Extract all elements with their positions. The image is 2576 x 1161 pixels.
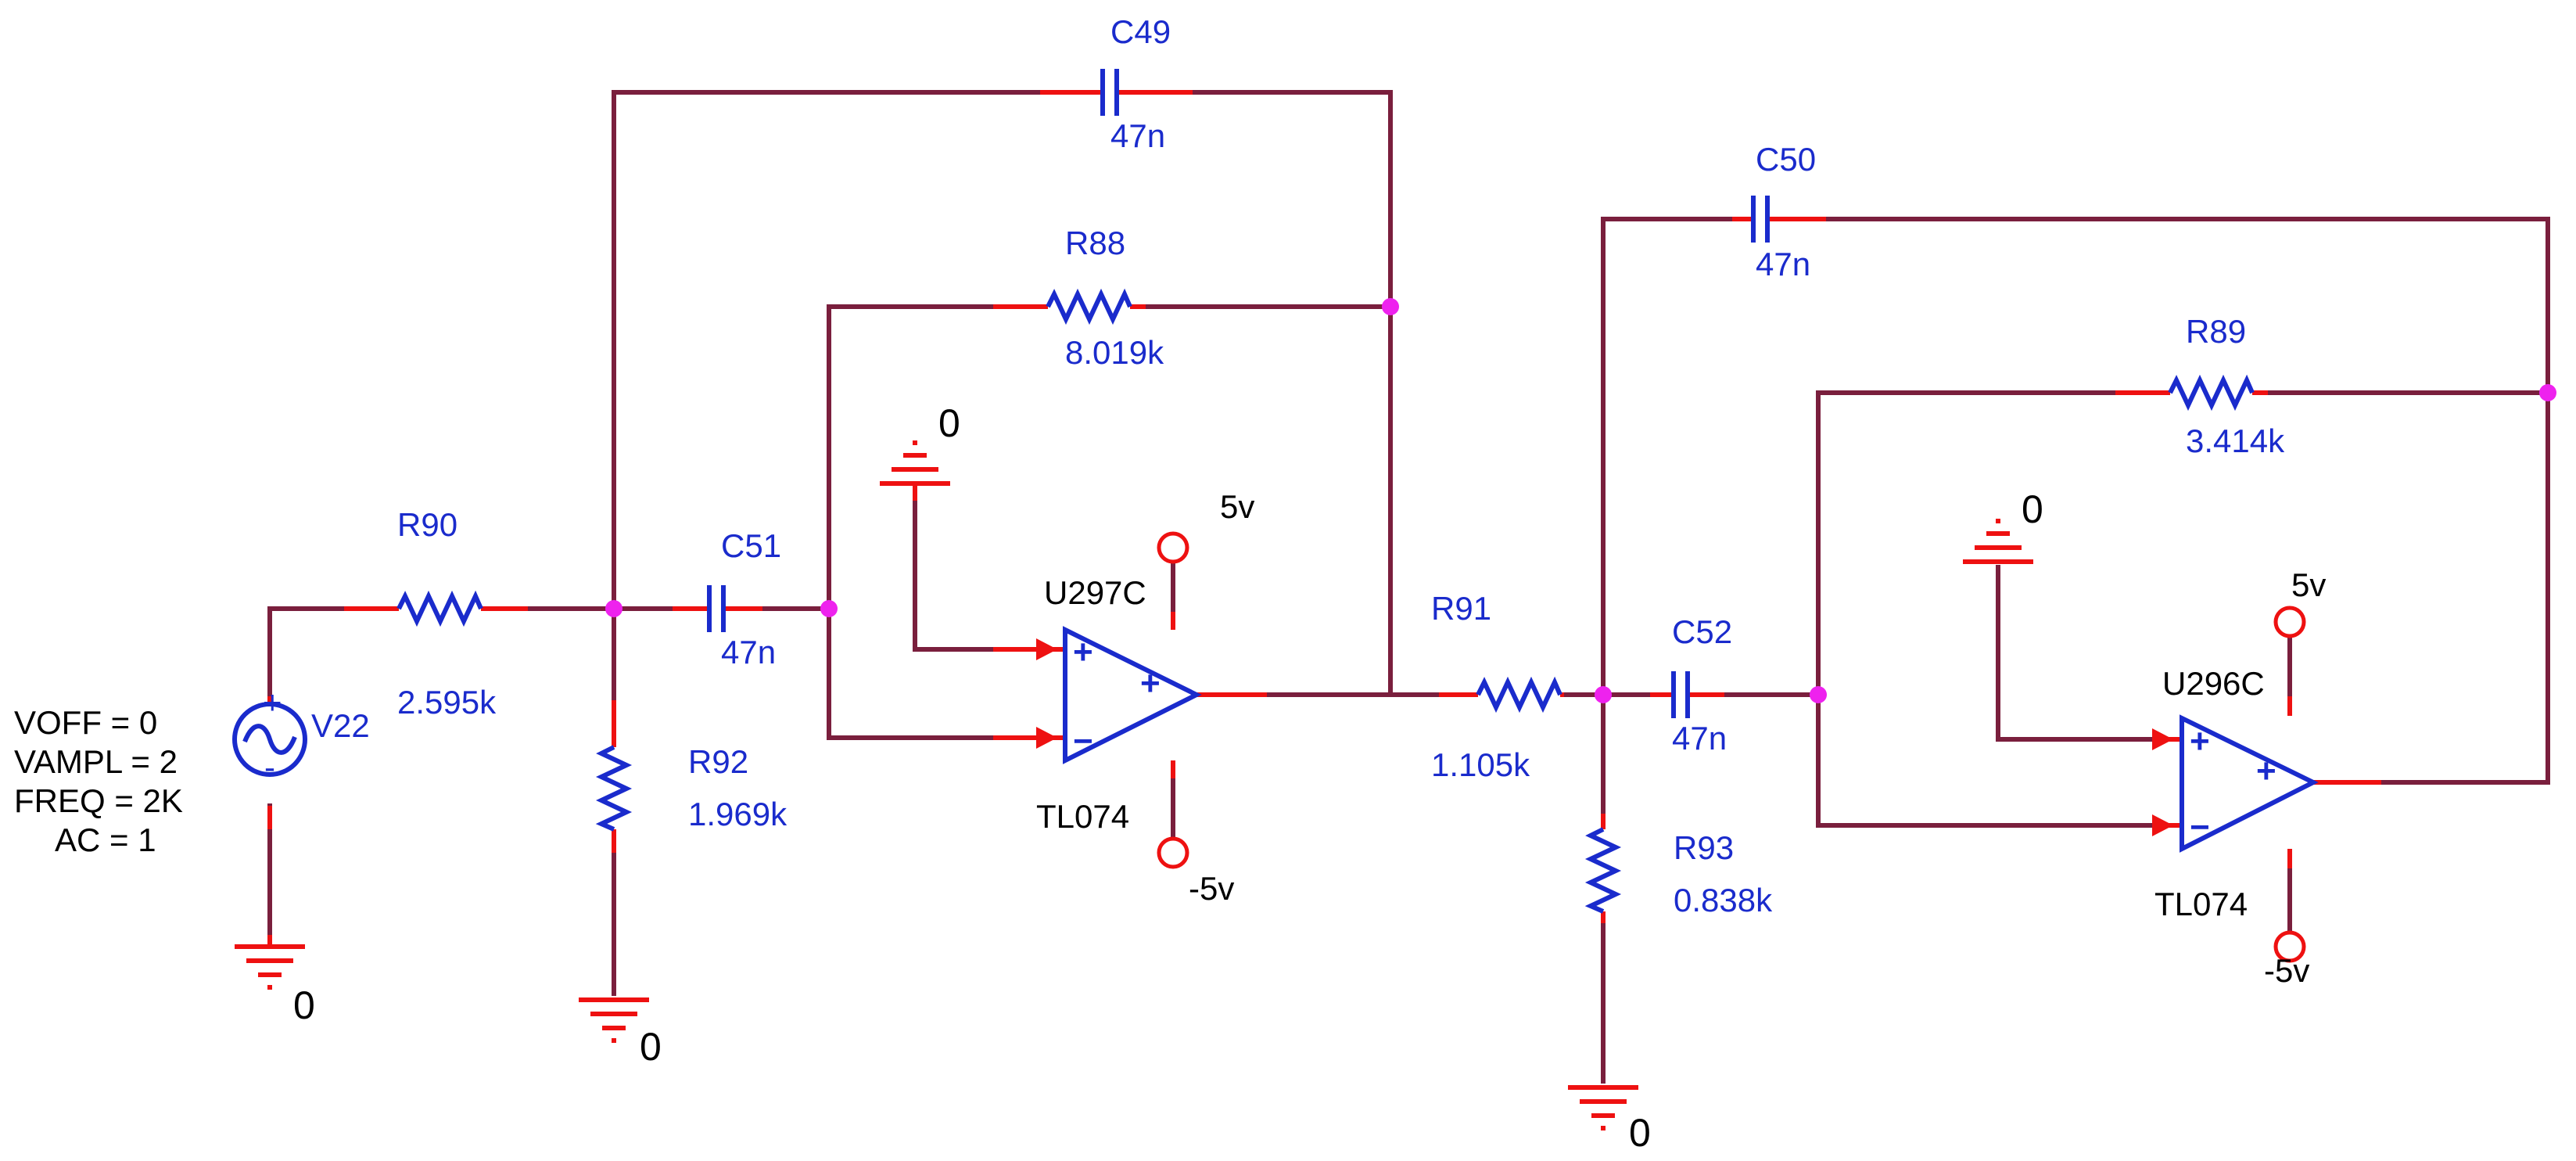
param-voff: VOFF = 0 xyxy=(14,704,157,741)
opamp-icon xyxy=(2180,714,2319,853)
ground-icon xyxy=(1568,1085,1638,1130)
ground-label: 0 xyxy=(2022,487,2043,531)
opamp-icon xyxy=(1063,626,1202,764)
opamp-plus-sign: + xyxy=(1073,633,1093,671)
opamp-plus-sign: + xyxy=(2190,722,2210,760)
capacitor-c50: C50 47n xyxy=(1732,141,1826,282)
opamp-minus-sign: − xyxy=(1073,722,1093,760)
value-c50: 47n xyxy=(1756,246,1810,282)
capacitor-c51: C51 47n xyxy=(673,527,781,670)
value-c51: 47n xyxy=(721,634,776,670)
junction-dot xyxy=(1810,686,1827,703)
label-v22: V22 xyxy=(311,707,370,744)
part-u297c: TL074 xyxy=(1036,798,1129,835)
label-c51: C51 xyxy=(721,527,781,564)
value-c49: 47n xyxy=(1110,117,1165,154)
wires xyxy=(267,90,2550,1084)
opamp-minus-sign: − xyxy=(2190,808,2210,846)
ground-icon xyxy=(1963,519,2033,564)
voltage-source-v22: + - V22 VOFF = 0 VAMPL = 2 FREQ = 2K AC … xyxy=(14,684,370,858)
vpos-terminal-icon xyxy=(1157,531,1189,564)
wire-c50-out2 xyxy=(1824,217,2550,442)
resistor-icon xyxy=(2168,374,2255,412)
resistor-icon xyxy=(595,745,633,832)
value-r92: 1.969k xyxy=(688,796,788,832)
param-vampl: VAMPL = 2 xyxy=(14,743,178,780)
vpos-label: 5v xyxy=(2291,566,2326,603)
ground-icon xyxy=(235,935,305,990)
label-u297c: U297C xyxy=(1044,574,1146,611)
resistor-r93: R93 0.838k xyxy=(1584,814,1773,923)
label-r89: R89 xyxy=(2186,313,2246,350)
ground-label: 0 xyxy=(640,1025,662,1069)
wire-nodeb-r88 xyxy=(827,304,996,611)
label-r90: R90 xyxy=(397,506,457,543)
junction-dot xyxy=(605,600,622,617)
wire-noded-r89 xyxy=(1816,390,2118,697)
wire-nodeb-inv1 xyxy=(827,606,996,740)
value-c52: 47n xyxy=(1672,720,1727,757)
resistor-icon xyxy=(1476,676,1562,713)
label-u296c: U296C xyxy=(2162,665,2265,702)
wire-c49-out1 xyxy=(1190,90,1393,309)
vneg-terminal-icon xyxy=(2273,930,2306,963)
part-u296c: TL074 xyxy=(2154,886,2248,922)
wire-gnd-noninv2 xyxy=(1996,565,2157,742)
junction-dot xyxy=(1382,298,1399,315)
svg-text:+: + xyxy=(263,684,282,721)
opamp-u297c: + − + 5v -5v U297C TL074 xyxy=(993,488,1267,907)
wire-noded-inv2 xyxy=(1816,692,2157,828)
junction-dot xyxy=(2539,384,2556,401)
wire-gnd-noninv1 xyxy=(913,498,996,652)
value-r91: 1.105k xyxy=(1431,746,1530,783)
label-r92: R92 xyxy=(688,743,748,780)
sine-wave-icon xyxy=(242,724,297,755)
value-r93: 0.838k xyxy=(1674,882,1773,918)
wire-nodec-c50 xyxy=(1601,217,1735,697)
svg-text:-: - xyxy=(264,749,275,785)
ground-icon xyxy=(579,997,649,1043)
ground-icon xyxy=(880,440,950,501)
label-r91: R91 xyxy=(1431,590,1491,627)
resistor-r91: R91 1.105k xyxy=(1431,590,1564,783)
opamp-u296c: + − + 5v -5v U296C TL074 xyxy=(2152,566,2381,989)
opamp-out-sign: + xyxy=(1140,664,1161,703)
junction-dot xyxy=(1595,686,1612,703)
vneg-label: -5v xyxy=(1189,870,1234,907)
value-r90: 2.595k xyxy=(397,684,497,721)
resistor-r89: R89 3.414k xyxy=(2115,313,2285,459)
label-c52: C52 xyxy=(1672,613,1732,650)
capacitor-c49: C49 47n xyxy=(1040,13,1193,154)
opamp-out-sign: + xyxy=(2256,752,2276,790)
resistor-icon xyxy=(396,590,483,627)
label-c50: C50 xyxy=(1756,141,1816,178)
ground-label: 0 xyxy=(293,983,315,1027)
value-r89: 3.414k xyxy=(2186,422,2285,459)
label-c49: C49 xyxy=(1110,13,1171,50)
junctions xyxy=(605,298,2556,703)
resistor-icon xyxy=(1584,827,1622,914)
label-r88: R88 xyxy=(1065,225,1125,261)
param-freq: FREQ = 2K xyxy=(14,782,183,819)
ground-label: 0 xyxy=(938,401,960,445)
value-r88: 8.019k xyxy=(1065,334,1164,371)
param-ac: AC = 1 xyxy=(55,821,156,858)
vneg-terminal-icon xyxy=(1157,836,1189,869)
vpos-terminal-icon xyxy=(2273,606,2306,638)
resistor-r88: R88 8.019k xyxy=(993,225,1164,371)
grounds: 0 0 0 0 xyxy=(235,401,2043,1155)
resistor-r90: R90 2.595k xyxy=(344,506,528,721)
ground-label: 0 xyxy=(1629,1111,1651,1155)
capacitor-c52: C52 47n xyxy=(1650,613,1732,757)
resistor-r92: R92 1.969k xyxy=(595,700,788,853)
label-r93: R93 xyxy=(1674,829,1734,866)
resistor-icon xyxy=(1046,288,1132,325)
vpos-label: 5v xyxy=(1220,488,1254,525)
wire-source-top xyxy=(267,606,346,721)
vneg-label: -5v xyxy=(2264,952,2309,989)
wire-nodea-c49 xyxy=(612,90,1042,611)
junction-dot xyxy=(820,600,838,617)
